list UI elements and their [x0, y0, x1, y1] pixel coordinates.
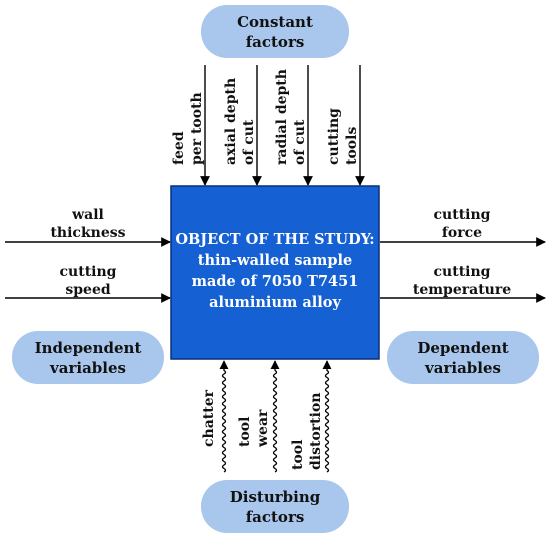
svg-text:variables: variables: [49, 359, 126, 377]
svg-text:axial depth: axial depth: [223, 78, 239, 165]
label-feed-per-tooth: feed per tooth: [171, 92, 205, 165]
svg-text:radial depth: radial depth: [274, 69, 290, 165]
wavy-arrow-tool-distortion: [322, 360, 332, 473]
label-wall: wall: [71, 207, 104, 223]
label-cutting-tools: cutting tools: [326, 108, 360, 165]
svg-text:chatter: chatter: [201, 389, 217, 447]
label-cutting-force-1: cutting: [434, 207, 491, 223]
svg-text:Dependent: Dependent: [417, 339, 508, 357]
object-line-4: aluminium alloy: [209, 294, 341, 311]
independent-variables-pill: Independent variables: [12, 331, 164, 384]
svg-text:Disturbing: Disturbing: [230, 488, 321, 506]
object-line-2: thin-walled sample: [198, 252, 352, 269]
label-cutting-temperature-2: temperature: [413, 282, 511, 298]
label-cutting-speed-1: cutting: [60, 264, 117, 280]
svg-text:Independent: Independent: [35, 339, 142, 357]
svg-text:tool: tool: [237, 417, 253, 447]
label-radial-depth-of-cut: radial depth of cut: [274, 69, 308, 165]
svg-text:wear: wear: [255, 409, 271, 448]
svg-text:variables: variables: [424, 359, 501, 377]
label-cutting-temperature-1: cutting: [434, 264, 491, 280]
svg-text:per tooth: per tooth: [189, 92, 205, 165]
dependent-variables-pill: Dependent variables: [387, 331, 539, 384]
svg-text:of cut: of cut: [292, 119, 308, 165]
object-of-study-box: OBJECT OF THE STUDY: thin-walled sample …: [170, 185, 380, 360]
label-thickness: thickness: [50, 225, 125, 241]
object-line-1: OBJECT OF THE STUDY:: [175, 231, 374, 248]
label-axial-depth-of-cut: axial depth of cut: [223, 78, 257, 165]
object-line-3: made of 7050 T7451: [192, 273, 359, 290]
wavy-arrow-tool-wear: [270, 360, 280, 473]
label-tool-wear: tool wear: [237, 409, 271, 448]
wavy-arrow-chatter: [219, 360, 229, 473]
constant-factors-line-1: Constant: [237, 13, 313, 31]
svg-text:tool: tool: [290, 440, 306, 470]
disturbing-factors-pill: Disturbing factors: [201, 480, 349, 533]
constant-factors-pill: Constant factors: [201, 5, 349, 58]
label-cutting-force-2: force: [442, 225, 482, 241]
svg-text:factors: factors: [246, 508, 305, 526]
svg-text:cutting: cutting: [326, 108, 342, 165]
svg-text:of cut: of cut: [241, 119, 257, 165]
svg-text:tools: tools: [344, 127, 360, 165]
label-chatter: chatter: [201, 389, 217, 447]
svg-text:distortion: distortion: [308, 393, 324, 470]
constant-factors-line-2: factors: [246, 33, 305, 51]
label-tool-distortion: tool distortion: [290, 393, 324, 470]
svg-text:feed: feed: [171, 131, 187, 165]
label-cutting-speed-2: speed: [65, 282, 110, 298]
